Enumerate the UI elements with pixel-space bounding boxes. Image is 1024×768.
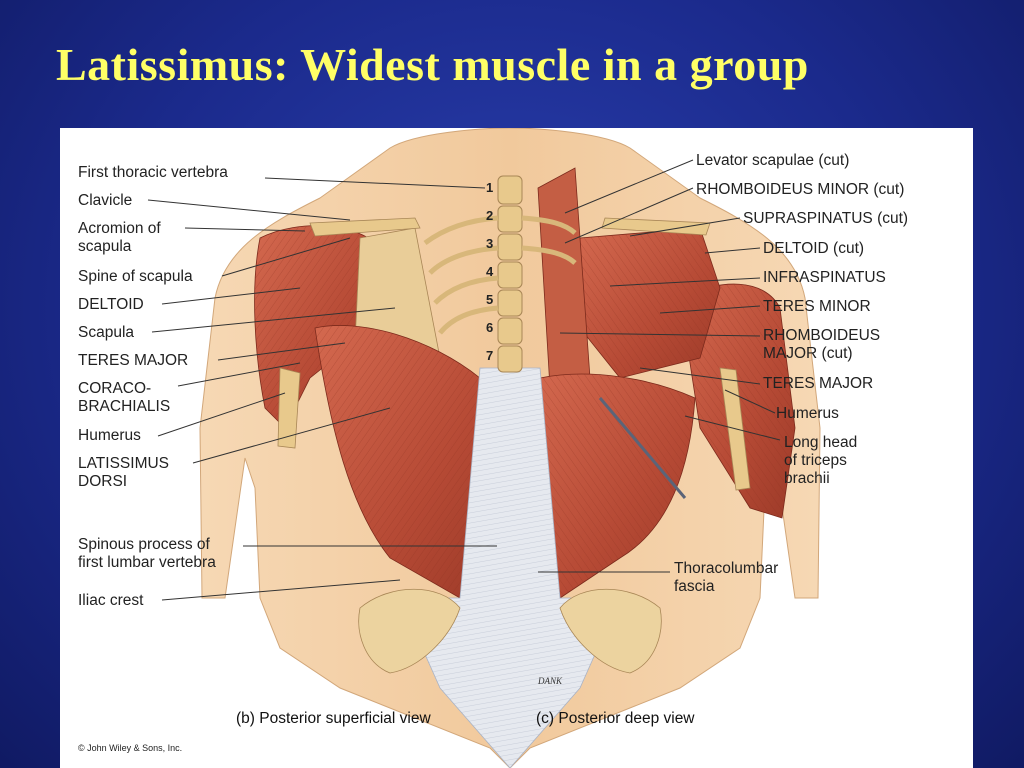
label-iliac-crest: Iliac crest <box>78 592 144 609</box>
right-clavicle <box>601 217 711 236</box>
anatomy-figure: 1 2 3 4 5 6 7 <box>60 128 973 768</box>
label-thoracolumbar-fascia: Thoracolumbar fascia <box>674 560 779 595</box>
left-iliac-crest <box>358 588 461 674</box>
vertebra-number-7: 7 <box>486 348 493 363</box>
label-scapula: Scapula <box>78 324 135 341</box>
label-triceps-long-head: Long head of triceps brachii <box>784 434 858 487</box>
left-clavicle <box>309 217 421 237</box>
label-humerus-right: Humerus <box>776 405 839 422</box>
label-spine-of-scapula: Spine of scapula <box>78 268 193 285</box>
label-levator-scapulae: Levator scapulae (cut) <box>696 152 850 169</box>
label-deltoid-cut: DELTOID (cut) <box>763 240 865 257</box>
label-supraspinatus: SUPRASPINATUS (cut) <box>743 210 909 227</box>
vertebra-number-3: 3 <box>486 236 493 251</box>
artist-signature: DANK <box>538 676 563 686</box>
copyright-notice: © John Wiley & Sons, Inc. <box>78 743 183 753</box>
vertebra-number-5: 5 <box>486 292 493 307</box>
label-spinous-process: Spinous process of first lumbar vertebra <box>78 536 216 571</box>
label-infraspinatus: INFRASPINATUS <box>763 269 886 286</box>
vertebra-number-4: 4 <box>486 264 494 279</box>
caption-deep-view: (c) Posterior deep view <box>536 710 695 727</box>
vertebra-number-1: 1 <box>486 180 493 195</box>
back-muscles-illustration: 1 2 3 4 5 6 7 <box>147 128 821 768</box>
right-iliac-crest <box>559 588 662 674</box>
spine-column <box>423 175 577 373</box>
slide-title: Latissimus: Widest muscle in a group <box>56 39 809 90</box>
label-latissimus-dorsi: LATISSIMUS DORSI <box>78 455 170 490</box>
right-leader-lines <box>538 159 781 573</box>
label-rhomboideus-major: RHOMBOIDEUS MAJOR (cut) <box>763 327 881 362</box>
label-coracobrachialis: CORACO- BRACHIALIS <box>78 380 171 415</box>
label-rhomboideus-minor: RHOMBOIDEUS MINOR (cut) <box>696 181 905 198</box>
label-humerus: Humerus <box>78 427 141 444</box>
label-teres-major: TERES MAJOR <box>78 352 189 369</box>
label-clavicle: Clavicle <box>78 192 133 209</box>
label-first-thoracic-vertebra: First thoracic vertebra <box>78 164 228 181</box>
label-acromion-of-scapula: Acromion of scapula <box>78 220 161 255</box>
left-humerus <box>277 367 301 449</box>
caption-superficial-view: (b) Posterior superficial view <box>236 710 431 727</box>
label-teres-minor: TERES MINOR <box>763 298 871 315</box>
label-deltoid: DELTOID <box>78 296 144 313</box>
vertebra-number-6: 6 <box>486 320 493 335</box>
left-leader-lines <box>147 177 497 601</box>
label-teres-major-right: TERES MAJOR <box>763 375 874 392</box>
vertebra-number-2: 2 <box>486 208 493 223</box>
